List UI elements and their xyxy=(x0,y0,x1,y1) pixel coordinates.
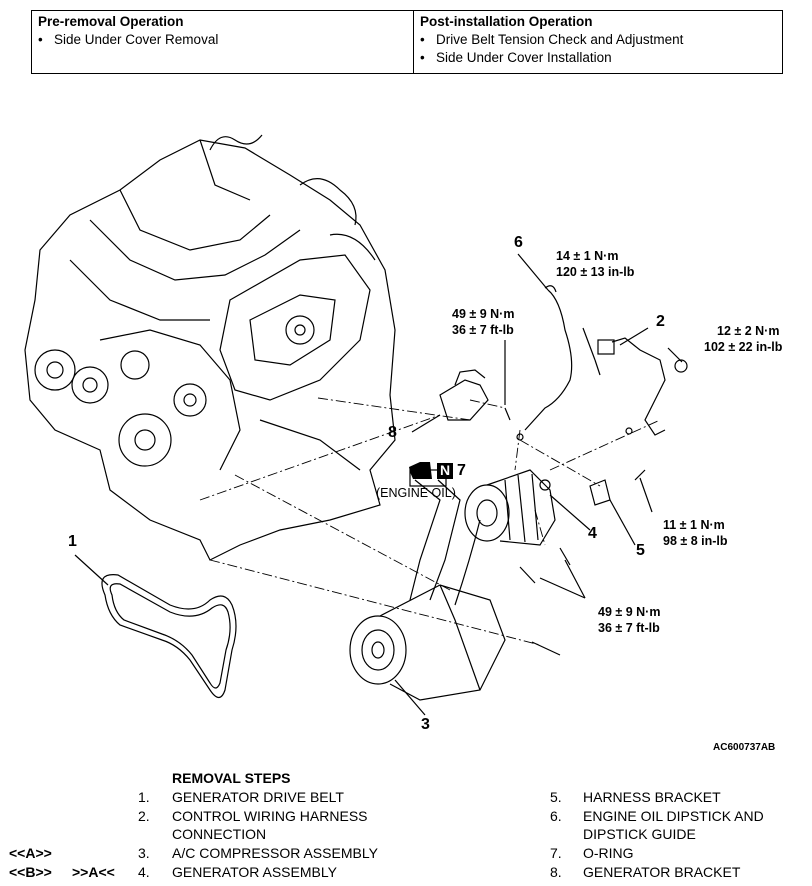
step-text: CONNECTION xyxy=(172,826,267,842)
torque-11-nm: 11 ± 1 N·m xyxy=(663,518,725,532)
oil-note-n: N xyxy=(440,462,451,478)
pre-removal-column: Pre-removal Operation Side Under Cover R… xyxy=(32,11,414,73)
step-text: CONTROL WIRING HARNESS xyxy=(172,808,368,824)
n-symbol-box xyxy=(437,463,453,479)
callout-7: 7 xyxy=(457,462,466,479)
installation-symbol: >>A<< xyxy=(72,864,115,880)
post-installation-column: Post-installation Operation Drive Belt T… xyxy=(414,11,782,73)
step-text: DIPSTICK GUIDE xyxy=(583,826,696,842)
oil-can-icon xyxy=(409,462,432,479)
step-number: 7. xyxy=(550,845,562,861)
dipstick xyxy=(524,289,573,431)
generator-pulley xyxy=(464,484,510,542)
step-number: 5. xyxy=(550,789,562,805)
pre-removal-title: Pre-removal Operation xyxy=(38,14,184,29)
post-installation-item: Drive Belt Tension Check and Adjustment xyxy=(420,31,776,49)
removal-heading: REMOVAL STEPS xyxy=(172,770,291,786)
step-text: A/C COMPRESSOR ASSEMBLY xyxy=(172,845,378,861)
step-text: ENGINE OIL DIPSTICK AND xyxy=(583,808,764,824)
step-text: O-RING xyxy=(583,845,634,861)
step-number: 4. xyxy=(138,864,150,880)
torque-11-inlb: 98 ± 8 in-lb xyxy=(663,534,728,548)
removal-steps: REMOVAL STEPS 1. GENERATOR DRIVE BELT 2.… xyxy=(0,768,812,886)
exploded-diagram xyxy=(24,134,688,716)
torque-49b-ftlb: 36 ± 7 ft-lb xyxy=(598,621,660,635)
removal-symbol: <<B>> xyxy=(9,864,52,880)
ac-compressor-pulley xyxy=(349,615,407,685)
callout-4: 4 xyxy=(588,525,597,542)
callout-3: 3 xyxy=(421,716,430,733)
post-installation-title: Post-installation Operation xyxy=(420,14,593,29)
torque-49a-nm: 49 ± 9 N·m xyxy=(452,307,515,321)
torque-14-inlb: 120 ± 13 in-lb xyxy=(556,265,635,279)
step-number: 8. xyxy=(550,864,562,880)
callout-5: 5 xyxy=(636,542,645,559)
callout-6: 6 xyxy=(514,234,523,251)
callout-8: 8 xyxy=(388,424,397,441)
torque-49a-ftlb: 36 ± 7 ft-lb xyxy=(452,323,514,337)
torque-12-nm: 12 ± 2 N·m xyxy=(717,324,780,338)
torque-14-nm: 14 ± 1 N·m xyxy=(556,249,619,263)
pre-removal-item: Side Under Cover Removal xyxy=(38,31,407,49)
generator-bracket xyxy=(439,379,489,421)
step-number: 6. xyxy=(550,808,562,824)
control-harness xyxy=(611,337,666,436)
callout-2: 2 xyxy=(656,313,665,330)
operation-table: Pre-removal Operation Side Under Cover R… xyxy=(31,10,783,74)
step-number: 1. xyxy=(138,789,150,805)
step-text: GENERATOR ASSEMBLY xyxy=(172,864,337,880)
step-text: GENERATOR BRACKET xyxy=(583,864,741,880)
step-text: HARNESS BRACKET xyxy=(583,789,721,805)
removal-symbol: <<A>> xyxy=(9,845,52,861)
step-number: 3. xyxy=(138,845,150,861)
harness-bracket xyxy=(589,479,611,506)
torque-49b-nm: 49 ± 9 N·m xyxy=(598,605,661,619)
step-number: 2. xyxy=(138,808,150,824)
callout-1: 1 xyxy=(68,533,77,550)
drive-belt xyxy=(101,574,237,699)
post-installation-item: Side Under Cover Installation xyxy=(420,49,776,67)
step-text: GENERATOR DRIVE BELT xyxy=(172,789,344,805)
engine-outline xyxy=(24,139,396,561)
figure-code: AC600737AB xyxy=(713,742,776,753)
oil-note-text: (ENGINE OIL) xyxy=(376,486,456,500)
torque-12-inlb: 102 ± 22 in-lb xyxy=(704,340,783,354)
